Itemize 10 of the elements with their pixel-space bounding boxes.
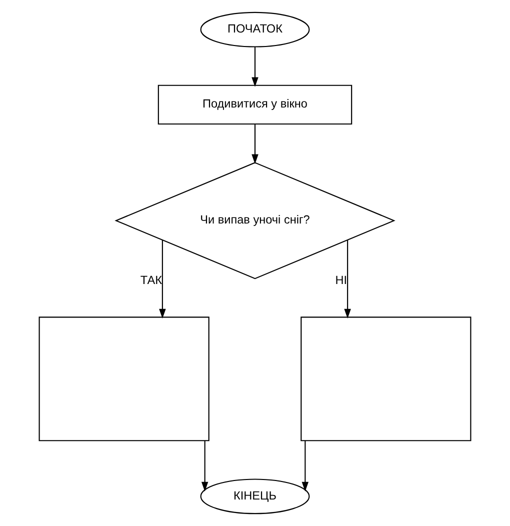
node-box bbox=[38, 316, 210, 442]
node-box bbox=[300, 316, 472, 442]
arrow bbox=[252, 124, 258, 164]
arrow bbox=[344, 240, 351, 319]
arrow bbox=[159, 240, 166, 319]
node-ellipse: ПОЧАТОК bbox=[200, 12, 310, 48]
arrow bbox=[252, 47, 258, 87]
node-box: Подивитися у вікно bbox=[158, 84, 352, 125]
arrow bbox=[201, 440, 208, 492]
arrow bbox=[302, 440, 309, 492]
